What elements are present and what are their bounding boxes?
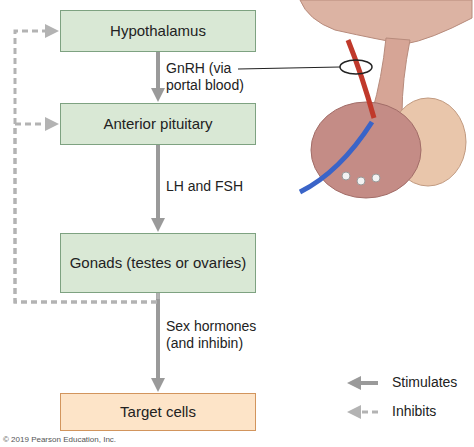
cell — [357, 177, 365, 185]
cell — [372, 174, 380, 182]
hypothalamus-tissue — [300, 0, 472, 44]
anterior-lobe — [311, 102, 421, 198]
edge-label: LH and FSH — [166, 178, 276, 195]
process-box: Hypothalamus — [60, 10, 256, 52]
vein — [300, 122, 372, 192]
stimulate-arrow — [156, 52, 160, 88]
stimulate-arrow — [156, 145, 160, 218]
legend-label: Inhibits — [392, 403, 436, 420]
artery — [348, 40, 374, 118]
legend-solid-arrow — [361, 381, 378, 385]
cell — [342, 172, 350, 180]
node-label: Anterior pituitary — [95, 115, 220, 133]
callout-circle — [340, 60, 372, 74]
node-label: Target cells — [112, 403, 204, 421]
edge-label: GnRH (via portal blood) — [166, 60, 262, 94]
process-box: Anterior pituitary — [60, 103, 256, 145]
copyright-note: © 2019 Pearson Education, Inc. — [3, 435, 116, 444]
legend-label: Stimulates — [392, 374, 457, 391]
leader-line — [238, 67, 340, 69]
edge-label: Sex hormones (and inhibin) — [166, 318, 276, 352]
stimulate-arrow — [156, 293, 160, 378]
node-label: Hypothalamus — [102, 22, 214, 40]
target-box: Target cells — [60, 393, 256, 431]
legend-dashed-arrow — [361, 411, 378, 414]
node-label: Gonads (testes or ovaries) — [62, 254, 255, 272]
process-box: Gonads (testes or ovaries) — [60, 233, 256, 293]
